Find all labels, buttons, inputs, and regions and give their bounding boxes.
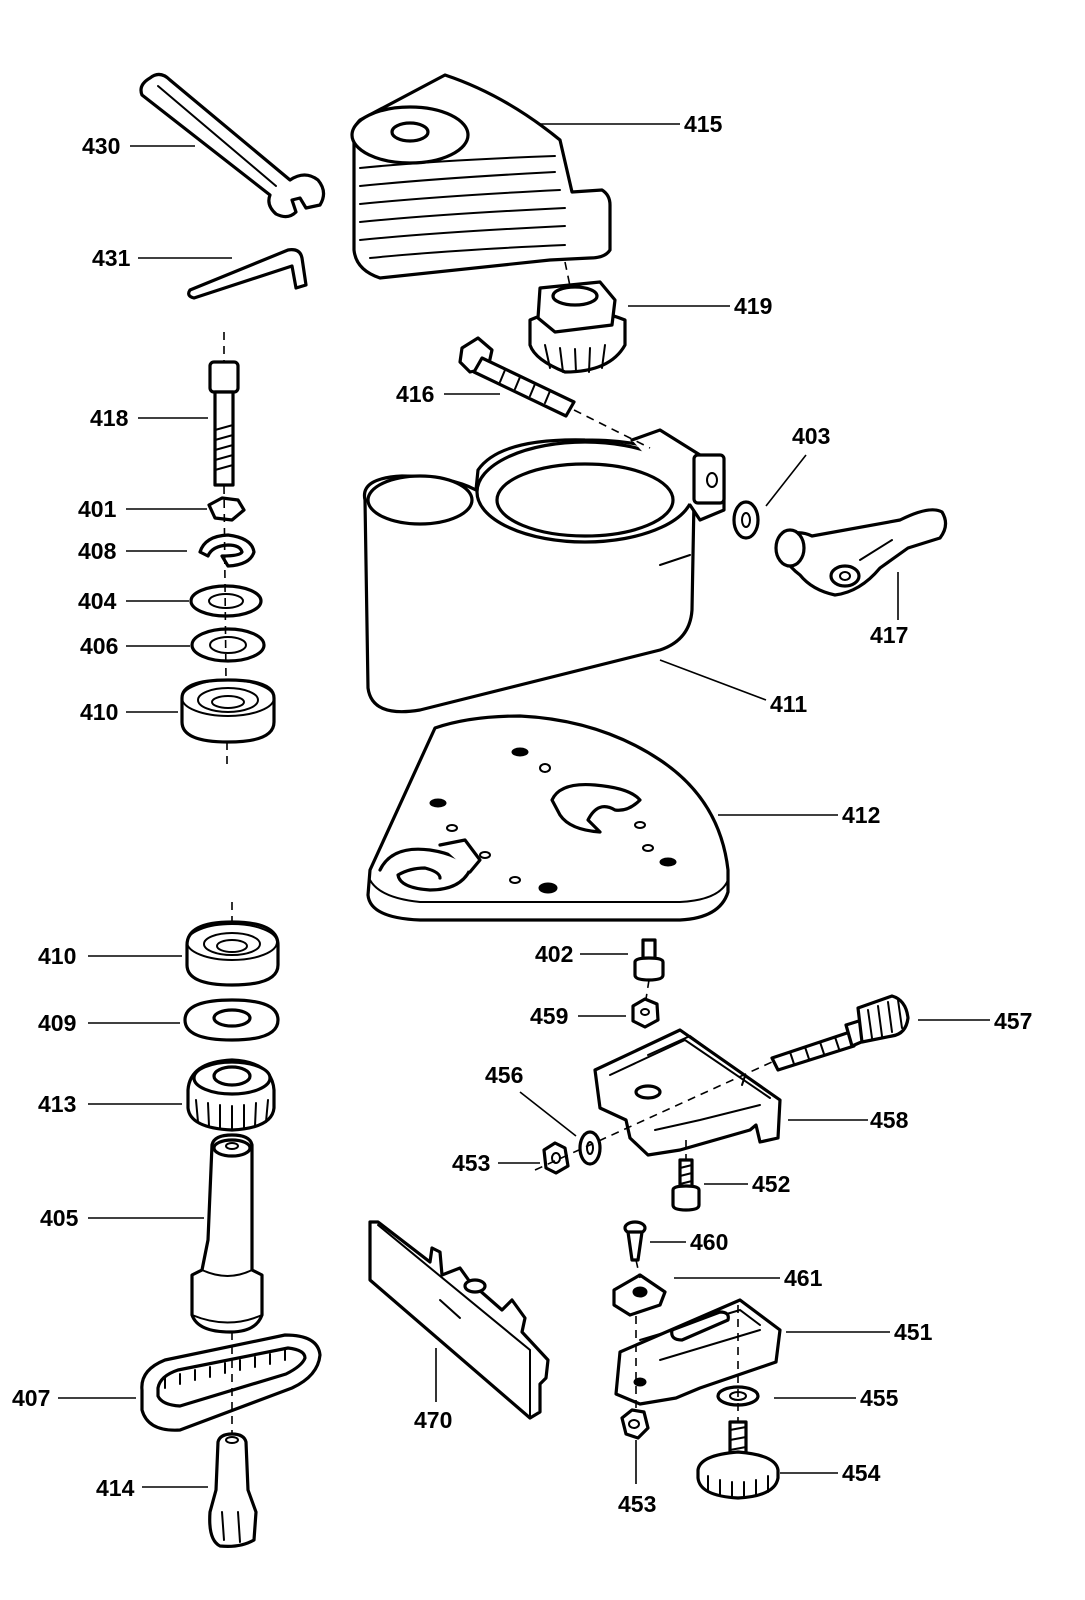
part-411-housing <box>362 428 726 714</box>
callout-407: 407 <box>12 1385 50 1411</box>
part-461-clamp <box>612 1273 667 1317</box>
part-404-washer <box>189 584 263 618</box>
part-410-bearing-lower <box>185 920 280 987</box>
part-454-thumb-screw <box>696 1420 780 1500</box>
part-457-adjusting-screw <box>770 994 910 1072</box>
callout-406: 406 <box>80 633 118 659</box>
callout-416: 416 <box>396 381 434 407</box>
part-412-base-plate <box>366 714 730 922</box>
part-417-lever <box>774 508 948 597</box>
callout-410-upper: 410 <box>80 699 118 725</box>
callout-411: 411 <box>770 691 807 717</box>
part-452-screw <box>671 1158 701 1212</box>
callout-453-lower: 453 <box>618 1491 656 1517</box>
callout-409: 409 <box>38 1010 76 1036</box>
callout-457: 457 <box>994 1008 1032 1034</box>
callout-403: 403 <box>792 423 830 449</box>
part-401-nut <box>207 496 246 522</box>
callout-461: 461 <box>784 1265 823 1291</box>
callout-456: 456 <box>485 1062 523 1088</box>
part-470-guide <box>368 1220 550 1420</box>
part-413-gear <box>186 1058 276 1132</box>
part-456-washer <box>578 1130 602 1166</box>
callout-430: 430 <box>82 133 120 159</box>
callout-454: 454 <box>842 1460 881 1486</box>
callout-418: 418 <box>90 405 129 431</box>
part-414-pin <box>208 1432 258 1548</box>
callout-460: 460 <box>690 1229 728 1255</box>
part-458-bracket <box>593 1028 782 1157</box>
part-406-washer <box>190 627 266 663</box>
callout-417: 417 <box>870 622 908 648</box>
part-402-screw <box>633 938 665 982</box>
callout-451: 451 <box>894 1319 933 1345</box>
callout-419: 419 <box>734 293 772 319</box>
part-453-nut-upper <box>542 1141 570 1175</box>
callout-404: 404 <box>78 588 117 614</box>
part-453-nut-lower <box>620 1408 650 1440</box>
callout-431: 431 <box>92 245 131 271</box>
callout-452: 452 <box>752 1171 790 1197</box>
callout-453-upper: 453 <box>452 1150 490 1176</box>
callout-414: 414 <box>96 1475 135 1501</box>
part-407-belt <box>140 1333 322 1432</box>
callout-408: 408 <box>78 538 117 564</box>
part-416-bolt <box>458 336 576 418</box>
part-409-washer <box>183 998 280 1042</box>
part-419-nut <box>528 280 627 374</box>
callout-402: 402 <box>535 941 573 967</box>
part-408-snap-ring <box>198 533 256 568</box>
callout-459: 459 <box>530 1003 568 1029</box>
callout-470: 470 <box>414 1407 452 1433</box>
part-403-washer <box>732 500 760 540</box>
part-430-wrench <box>139 72 326 219</box>
callout-401: 401 <box>78 496 117 522</box>
assembly-axes <box>223 261 773 1434</box>
callout-455: 455 <box>860 1385 899 1411</box>
callout-415: 415 <box>684 111 723 137</box>
part-431-hex-key <box>187 248 308 300</box>
part-460-screw <box>623 1220 647 1262</box>
callout-410-lower: 410 <box>38 943 76 969</box>
callout-413: 413 <box>38 1091 76 1117</box>
part-418-bolt <box>208 360 240 487</box>
part-415-guard <box>350 73 612 280</box>
part-451-carriage <box>614 1298 782 1406</box>
callout-405: 405 <box>40 1205 79 1231</box>
leader-lines <box>58 123 990 1488</box>
part-405-shaft <box>190 1133 264 1334</box>
part-459-nut <box>631 997 660 1029</box>
callout-458: 458 <box>870 1107 909 1133</box>
callout-412: 412 <box>842 802 880 828</box>
part-410-bearing-upper <box>180 678 276 744</box>
callout-labels: 430 431 415 419 418 416 403 401 408 404 … <box>12 111 1032 1517</box>
